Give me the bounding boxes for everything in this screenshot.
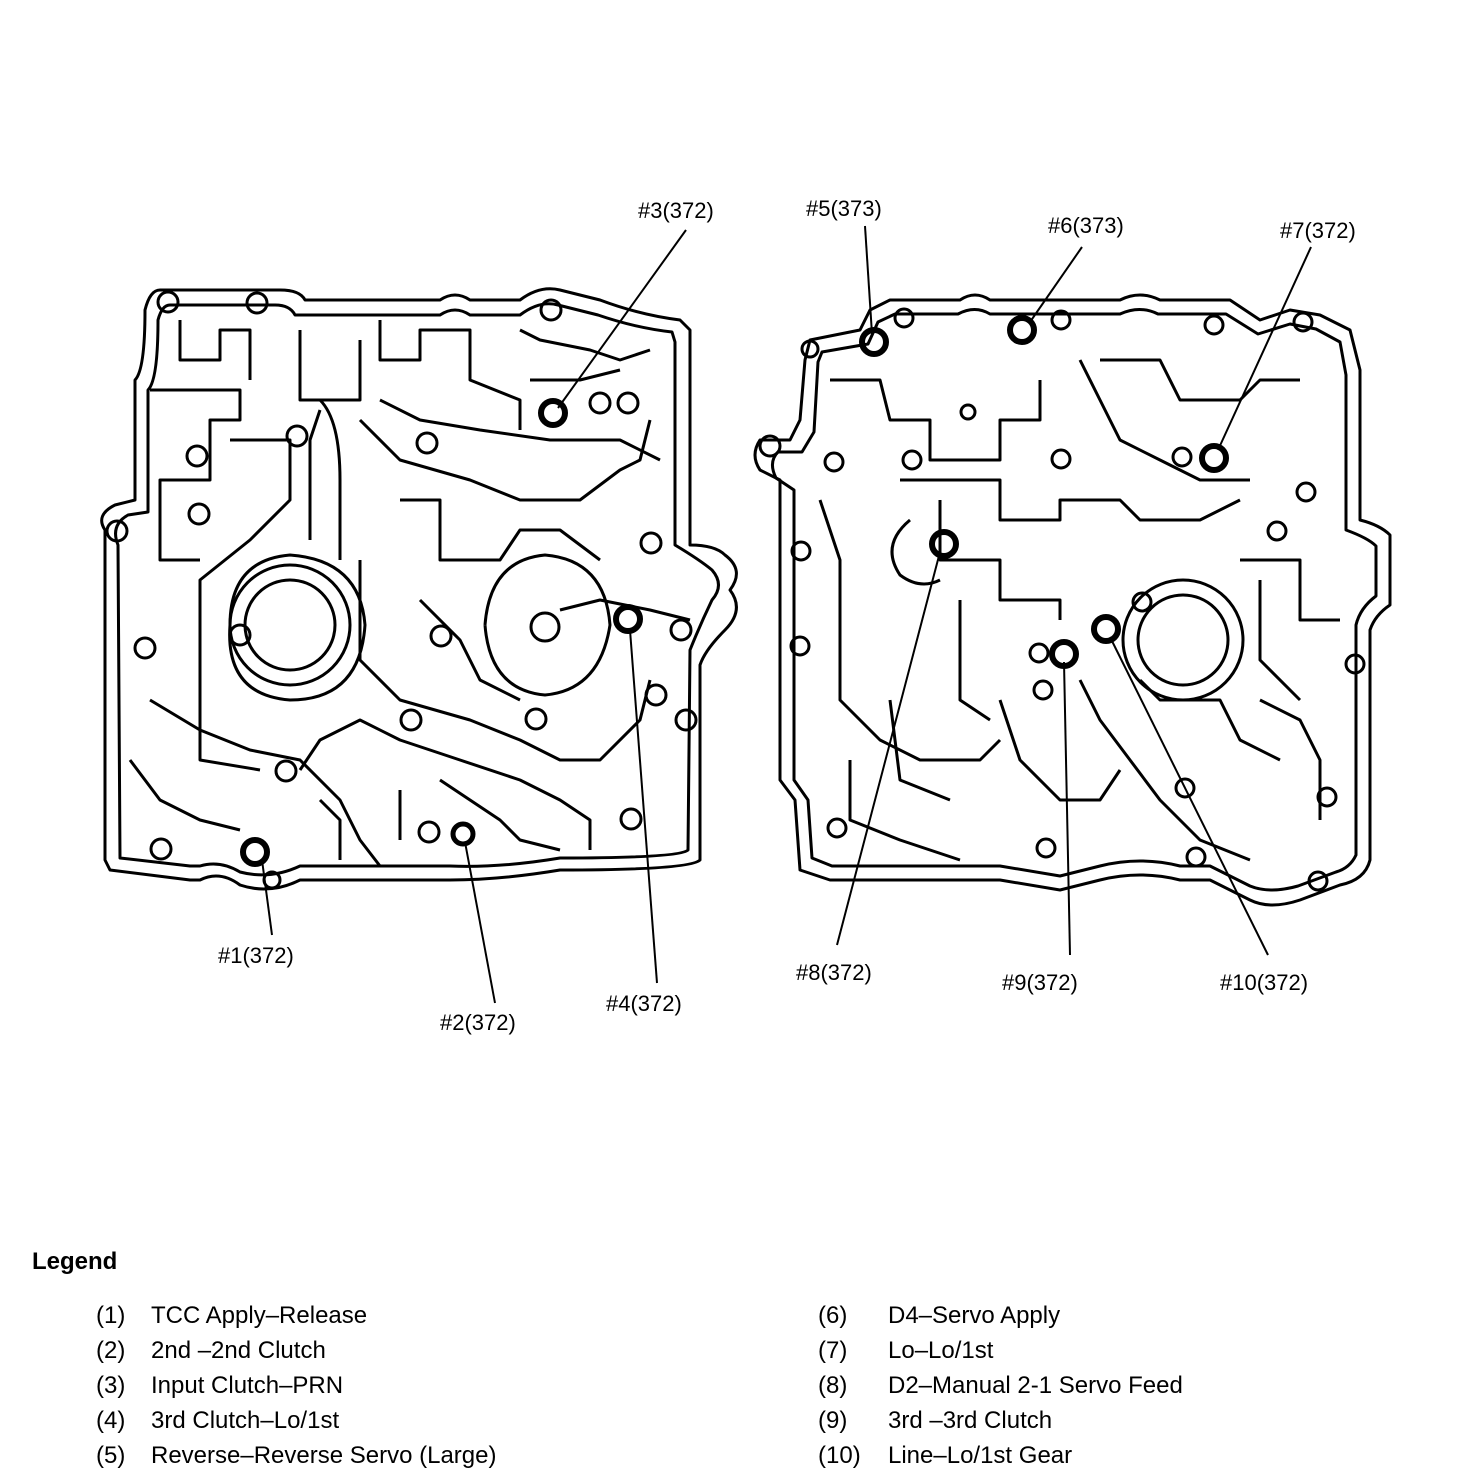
legend-item-number: (7)	[818, 1336, 848, 1364]
legend-item-number: (4)	[96, 1406, 126, 1434]
legend-item-number: (9)	[818, 1406, 848, 1434]
callout-label-4: #4(372)	[606, 991, 682, 1016]
callout-label-9: #9(372)	[1002, 970, 1078, 995]
legend-item-text: 3rd –3rd Clutch	[888, 1406, 1053, 1434]
legend-item: (4) 3rd Clutch–Lo/1st	[96, 1403, 496, 1438]
legend-item: (6) D4–Servo Apply	[818, 1298, 1183, 1333]
left-valve-plate	[100, 287, 738, 891]
legend-column-left: (1)TCC Apply–Release (2)2nd –2nd Clutch …	[96, 1298, 496, 1473]
callout-label-2: #2(372)	[440, 1010, 516, 1035]
legend-title: Legend	[32, 1248, 118, 1275]
legend-item-text: 3rd Clutch–Lo/1st	[151, 1406, 340, 1434]
legend-item-text: TCC Apply–Release	[151, 1301, 368, 1329]
legend-item-number: (10)	[818, 1441, 861, 1469]
legend-item: (10) Line–Lo/1st Gear	[818, 1438, 1183, 1473]
legend-item-number: (6)	[818, 1301, 848, 1329]
legend-item-number: (3)	[96, 1371, 126, 1399]
legend-item-text: D4–Servo Apply	[888, 1301, 1061, 1329]
legend-item-text: Input Clutch–PRN	[151, 1371, 344, 1399]
callout-label-7: #7(372)	[1280, 218, 1356, 243]
legend-item: (1) TCC Apply–Release	[96, 1298, 496, 1333]
legend-item: (3) Input Clutch–PRN	[96, 1368, 496, 1403]
leader-lines	[261, 225, 1312, 1004]
legend-item-text: Reverse–Reverse Servo (Large)	[151, 1441, 497, 1469]
legend-column-right: (6) D4–Servo Apply (7) Lo–Lo/1st (8) D2–Man…	[818, 1298, 1183, 1473]
legend: Legend (1) TCC Apply–Release (2) 2nd –2nd …	[0, 1248, 1472, 1482]
legend-item-number: (8)	[818, 1371, 848, 1399]
legend-item: (2) 2nd –2nd Clutch	[96, 1333, 496, 1368]
legend-item-text: 2nd –2nd Clutch	[151, 1336, 326, 1364]
legend-item: (7) Lo–Lo/1st	[818, 1333, 1183, 1368]
right-valve-plate	[753, 293, 1392, 907]
legend-item: (8) D2–Manual 2-1 Servo Feed	[818, 1368, 1183, 1403]
legend-item: (9) 3rd –3rd Clutch	[818, 1403, 1183, 1438]
callout-label-10: #10(372)	[1220, 970, 1308, 995]
callout-label-5: #5(373)	[806, 196, 882, 221]
legend-item-number: (1)	[96, 1301, 126, 1329]
legend-item: (5) Reverse–Reverse Servo (Large)	[96, 1438, 496, 1473]
callout-label-8: #8(372)	[796, 960, 872, 985]
legend-item-text: D2–Manual 2-1 Servo Feed	[888, 1371, 1183, 1399]
callout-label-3: #3(372)	[638, 198, 714, 223]
legend-item-text: Lo–Lo/1st	[888, 1336, 994, 1364]
legend-item-number: (2)	[96, 1336, 126, 1364]
callout-label-6: #6(373)	[1048, 213, 1124, 238]
legend-item-text: Line–Lo/1st Gear	[888, 1441, 1073, 1469]
valve-body-diagram: #1(372) #2(372) #3(372) #4(372) #5(373) …	[100, 196, 1392, 1035]
legend-item-number: (5)	[96, 1441, 126, 1469]
callout-label-1: #1(372)	[218, 943, 294, 968]
